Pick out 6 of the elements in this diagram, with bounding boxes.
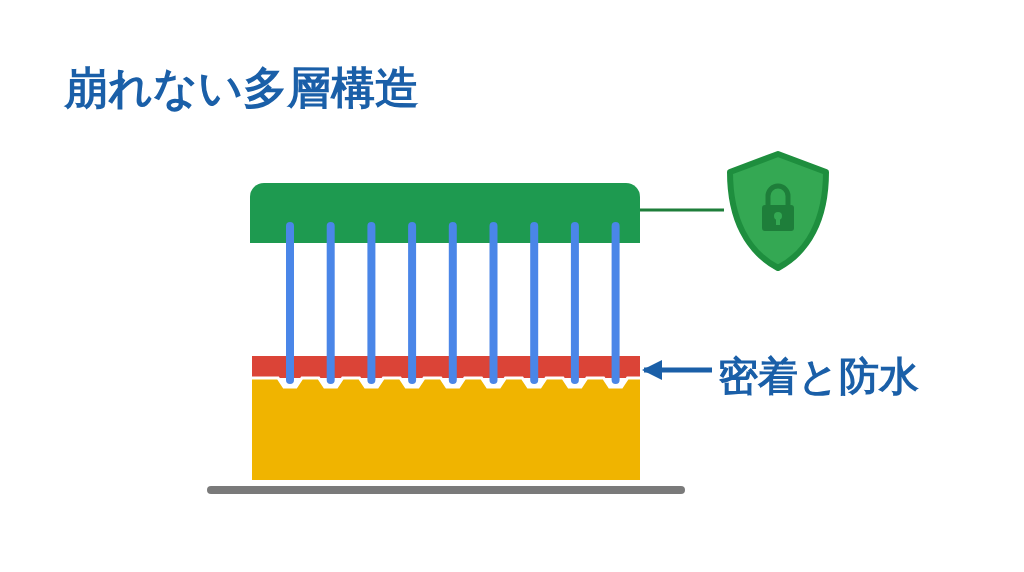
shield-lock-icon bbox=[724, 150, 832, 272]
callout-label: 密着と防水 bbox=[718, 352, 919, 408]
arrow bbox=[642, 360, 712, 380]
title: 崩れない多層構造 bbox=[64, 62, 419, 115]
top-layer-bar bbox=[250, 183, 640, 243]
connector-line bbox=[640, 208, 724, 212]
